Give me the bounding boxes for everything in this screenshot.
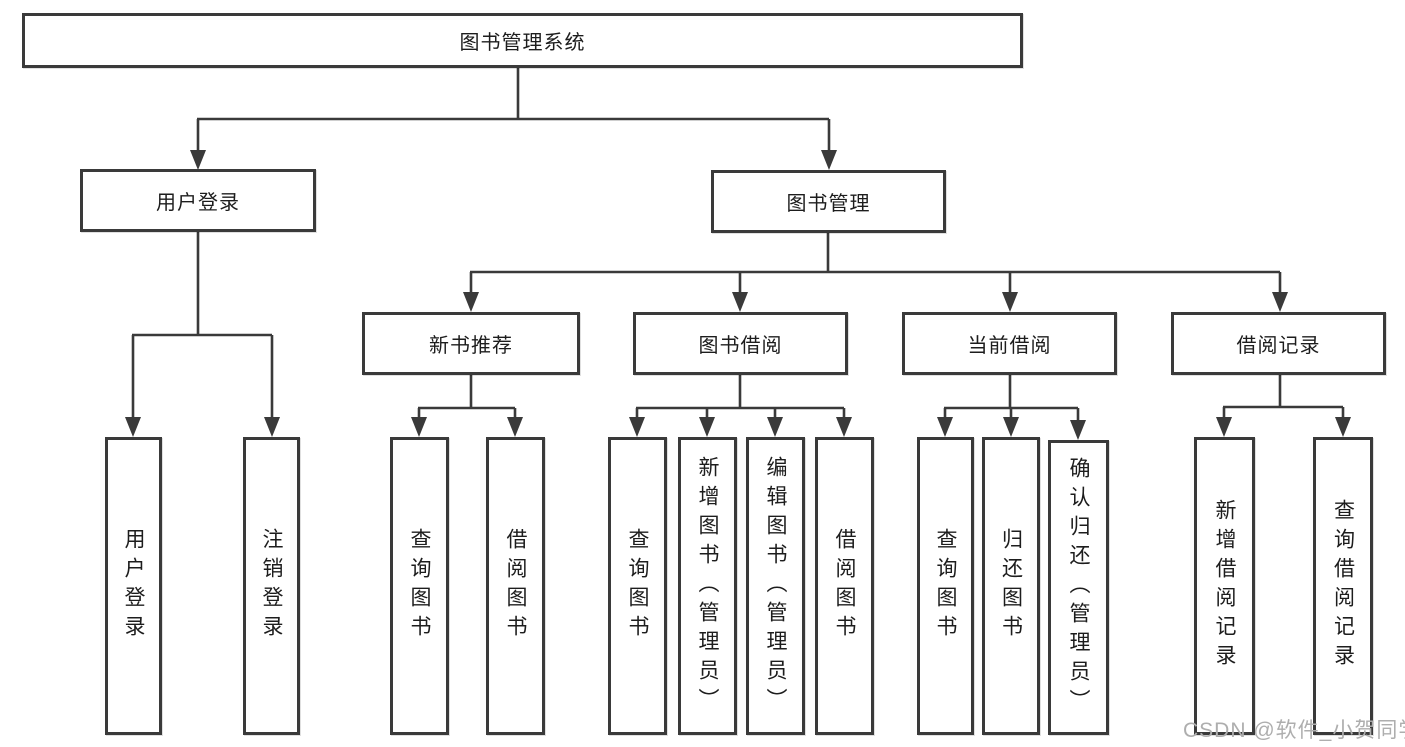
node-book-management: 图书管理 <box>711 170 946 233</box>
connector-book-borrow <box>635 375 846 420</box>
node-leaf-user-login-label: 用户登录 <box>122 528 145 644</box>
node-user-login-label: 用户登录 <box>156 192 240 214</box>
node-book-management-label: 图书管理 <box>786 193 871 215</box>
node-leaf-query-book-1-label: 查询图书 <box>408 528 431 644</box>
node-leaf-borrow-book-2-label: 借阅图书 <box>833 528 856 644</box>
node-current-borrow: 当前借阅 <box>902 312 1117 375</box>
connector-current-borrow <box>943 375 1080 423</box>
node-leaf-query-book-3-label: 查询图书 <box>934 528 957 644</box>
arrow-borrow-record-1 <box>1216 417 1232 437</box>
arrow-borrow-record-2 <box>1335 417 1351 437</box>
node-borrow-record: 借阅记录 <box>1171 312 1386 375</box>
node-leaf-query-book-2: 查询图书 <box>608 437 667 735</box>
arrow-book-borrow-1 <box>629 417 645 437</box>
node-leaf-return-book: 归还图书 <box>982 437 1040 735</box>
node-leaf-query-borrow-record-label: 查询借阅记录 <box>1331 499 1355 673</box>
node-leaf-add-borrow-record: 新增借阅记录 <box>1194 437 1255 735</box>
node-leaf-borrow-book-1-label: 借阅图书 <box>504 528 527 644</box>
arrow-current-borrow <box>1002 292 1018 312</box>
csdn-watermark: CSDN @软件_小贺同学 <box>1183 719 1405 742</box>
node-new-book-recommend: 新书推荐 <box>362 312 580 375</box>
arrow-borrow-record <box>1272 292 1288 312</box>
node-leaf-return-book-label: 归还图书 <box>999 528 1023 644</box>
node-user-login: 用户登录 <box>80 169 316 232</box>
node-leaf-query-book-3: 查询图书 <box>917 437 974 735</box>
arrow-current-borrow-2 <box>1003 417 1019 437</box>
arrow-book-borrow-2 <box>699 417 715 437</box>
node-root: 图书管理系统 <box>22 13 1023 68</box>
connector-borrow-record <box>1222 375 1345 420</box>
node-leaf-add-book-admin: 新增图书（管理员） <box>678 437 737 735</box>
connector-book-management <box>469 233 1282 294</box>
connector-new-book <box>417 375 517 420</box>
node-leaf-borrow-book-1: 借阅图书 <box>486 437 545 735</box>
connector-root <box>196 68 831 152</box>
node-leaf-query-book-1: 查询图书 <box>390 437 449 735</box>
arrow-user-login-2 <box>264 417 280 437</box>
arrow-user-login-box <box>190 150 206 170</box>
arrow-book-borrow <box>732 292 748 312</box>
arrow-book-management-box <box>821 150 837 170</box>
arrow-current-borrow-3 <box>1070 420 1086 440</box>
node-leaf-query-book-2-label: 查询图书 <box>626 528 649 644</box>
node-book-borrow: 图书借阅 <box>633 312 848 375</box>
node-leaf-confirm-return-admin-label: 确认归还（管理员） <box>1067 457 1090 718</box>
node-leaf-borrow-book-2: 借阅图书 <box>815 437 874 735</box>
node-book-borrow-label: 图书借阅 <box>698 335 783 357</box>
node-leaf-query-borrow-record: 查询借阅记录 <box>1313 437 1373 735</box>
arrow-user-login-1 <box>125 417 141 437</box>
arrow-book-borrow-3 <box>767 417 783 437</box>
arrow-new-book <box>463 292 479 312</box>
arrow-new-book-2 <box>507 417 523 437</box>
arrow-new-book-1 <box>411 417 427 437</box>
node-new-book-recommend-label: 新书推荐 <box>429 335 513 357</box>
node-leaf-edit-book-admin: 编辑图书（管理员） <box>746 437 805 735</box>
arrow-book-borrow-4 <box>836 417 852 437</box>
node-leaf-logout: 注销登录 <box>243 437 300 735</box>
node-leaf-confirm-return-admin: 确认归还（管理员） <box>1048 440 1109 735</box>
node-current-borrow-label: 当前借阅 <box>967 335 1052 357</box>
node-leaf-logout-label: 注销登录 <box>260 528 283 644</box>
node-leaf-edit-book-admin-label: 编辑图书（管理员） <box>764 455 787 717</box>
node-leaf-user-login: 用户登录 <box>105 437 162 735</box>
node-leaf-add-book-admin-label: 新增图书（管理员） <box>696 455 719 717</box>
node-borrow-record-label: 借阅记录 <box>1236 335 1321 357</box>
arrow-current-borrow-1 <box>937 417 953 437</box>
connector-user-login <box>131 231 274 419</box>
node-leaf-add-borrow-record-label: 新增借阅记录 <box>1213 499 1236 673</box>
node-root-label: 图书管理系统 <box>459 32 586 54</box>
